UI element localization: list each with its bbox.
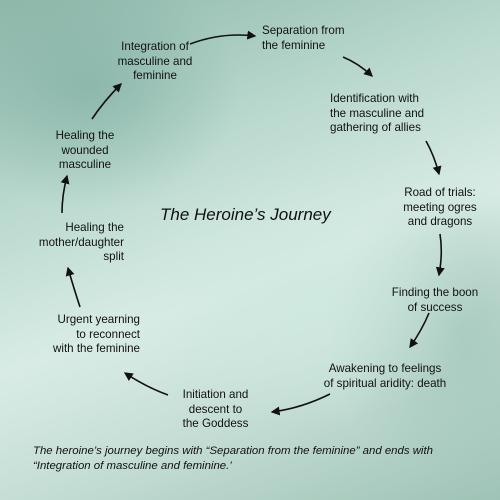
arrow-identification-to-road — [425, 140, 442, 176]
diagram-title: The Heroine’s Journey — [160, 205, 331, 224]
stage-boon: Finding the boon of success — [391, 286, 479, 314]
arrow-separation-to-identification — [342, 56, 373, 77]
arrow-initiation-to-yearning — [123, 372, 169, 396]
stage-healing-masculine: Healing the wounded masculine — [55, 129, 115, 171]
diagram-caption: The heroine’s journey begins with “Separ… — [33, 445, 433, 472]
arrow-yearning-to-healing-split — [65, 266, 81, 308]
stage-integration: Integration of masculine and feminine — [117, 40, 193, 82]
stage-awakening: Awakening to feelings of spiritual aridi… — [323, 362, 447, 390]
stage-initiation: Initiation and descent to the Goddess — [182, 388, 249, 430]
arrow-awakening-to-initiation — [270, 393, 331, 416]
arrow-healing-split-to-healing-masculine — [60, 174, 70, 214]
stage-urgent-yearning: Urgent yearning to reconnect with the fe… — [53, 313, 140, 355]
arrow-boon-to-awakening — [409, 312, 430, 349]
stage-separation: Separation from the feminine — [262, 24, 345, 52]
arrow-road-to-boon — [435, 233, 445, 277]
stage-road-of-trials: Road of trials: meeting ogres and dragon… — [403, 186, 477, 228]
stage-identification: Identification with the masculine and ga… — [330, 92, 425, 134]
arrow-integration-to-separation — [189, 30, 257, 45]
arrow-healing-masculine-to-integration — [91, 83, 122, 120]
stage-healing-split: Healing the mother/daughter split — [38, 221, 124, 263]
